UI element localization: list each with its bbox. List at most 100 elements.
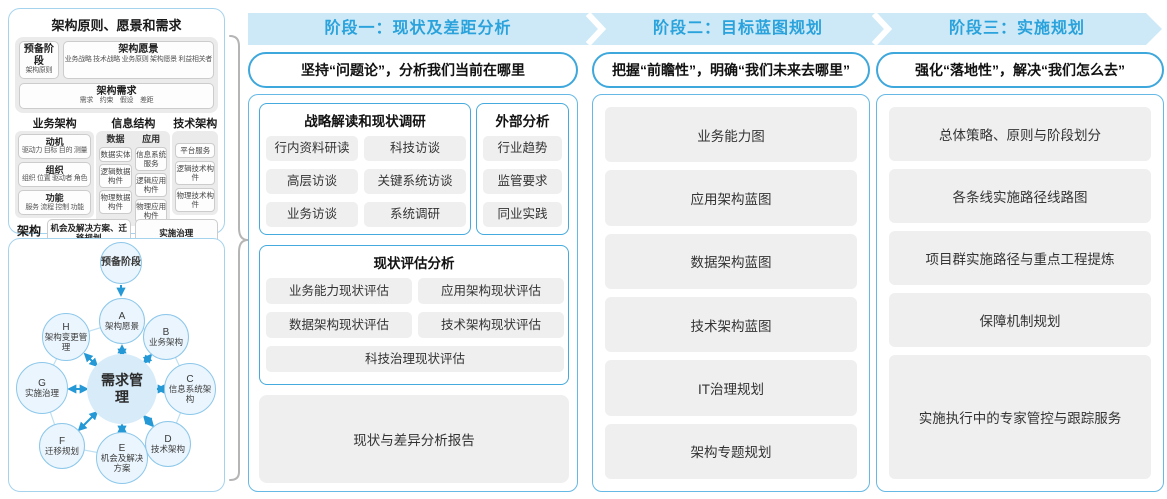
physical-data-component-box: 物理数据构件: [99, 190, 132, 214]
function-box: 功能 服务 流程 控制 功能: [18, 190, 92, 216]
vision-requirements-group: 预备阶段 架构原则 架构愿景 业务战略 技术战略 业务原则 架构愿景 利益相关者…: [15, 37, 218, 113]
strategy-research-group: 战略解读和现状调研 行内资料研读 科技访谈 高层访谈 关键系统访谈 业务访谈 系…: [259, 103, 471, 235]
task-box: 系统调研: [364, 202, 466, 227]
data-column: 数据 数据实体 逻辑数据构件 物理数据构件: [99, 134, 132, 223]
task-box: 技术架构现状评估: [418, 312, 564, 338]
task-box: 业务能力现状评估: [266, 278, 412, 304]
data-entity-box: 数据实体: [99, 147, 132, 162]
gap-analysis-report-box: 现状与差异分析报告: [259, 395, 569, 483]
adm-node-c-letter: C: [186, 374, 194, 386]
adm-node-b-letter: B: [162, 326, 170, 338]
adm-node-g: G 实施治理: [16, 362, 68, 414]
data-column-header: 数据: [106, 134, 125, 144]
adm-node-a-letter: A: [118, 310, 126, 322]
adm-node-c: C 信息系统架构: [164, 363, 216, 415]
phase2-subtitle: 把握“前瞻性”，明确“我们未来去哪里”: [592, 52, 870, 88]
task-box: 行内资料研读: [266, 136, 358, 161]
deliverable-box: 实施执行中的专家管控与跟踪服务: [889, 355, 1151, 479]
organization-sub: 组织 位置 驱动者 角色: [21, 175, 88, 183]
chevron-separator-icon: [248, 13, 1162, 45]
task-box: 科技访谈: [364, 136, 466, 161]
phase1-header: 阶段一：现状及差距分析: [324, 20, 512, 37]
motivation-sub: 驱动力 目标 目的 测量: [21, 147, 88, 155]
phase3-column: 总体策略、原则与阶段划分 各条线实施路径线路图 项目群实施路径与重点工程提炼 保…: [876, 94, 1164, 492]
arch-requirements-title: 架构需求: [96, 85, 137, 97]
motivation-title: 动机: [45, 137, 64, 147]
function-sub: 服务 流程 控制 功能: [25, 203, 84, 211]
motivation-box: 动机 驱动力 目标 目的 测量: [18, 134, 92, 160]
prep-phase-title: 预备阶段: [23, 44, 54, 67]
deliverable-box: 数据架构蓝图: [605, 233, 857, 289]
physical-tech-component-box: 物理技术构件: [175, 188, 215, 212]
arch-requirements-sub: 需求 约束 假设 差距: [79, 97, 154, 105]
prep-phase-box: 预备阶段 架构原则: [19, 41, 59, 79]
external-analysis-title: 外部分析: [495, 114, 550, 129]
business-architecture-title: 业务架构: [32, 118, 77, 130]
phase2-header: 阶段二：目标蓝图规划: [652, 20, 823, 37]
function-title: 功能: [45, 193, 64, 204]
deliverable-box: 项目群实施路径与重点工程提炼: [889, 231, 1151, 285]
adm-node-e: E 机会及解决方案: [96, 432, 148, 484]
arch-vision-sub: 业务战略 技术战略 业务原则 架构愿景 利益相关者: [64, 55, 213, 63]
adm-node-h-label: 架构变更管理: [44, 332, 88, 352]
phase3-subtitle: 强化“落地性”，解决“我们怎么去”: [876, 52, 1164, 88]
adm-node-f-letter: F: [58, 435, 66, 447]
task-box: 行业趋势: [483, 136, 562, 161]
prep-phase-sub: 架构原则: [25, 67, 53, 74]
task-box: 数据架构现状评估: [266, 312, 412, 338]
organization-box: 组织 组织 位置 驱动者 角色: [18, 162, 92, 188]
adm-node-h: H 架构变更管理: [42, 313, 90, 361]
adm-node-e-letter: E: [118, 443, 126, 455]
phase3-header: 阶段三：实施规划: [948, 20, 1085, 37]
information-structure-section: 信息结构 数据 数据实体 逻辑数据构件 物理数据构件 应用 信息系统服务 逻辑应…: [96, 117, 171, 226]
application-column: 应用 信息系统服务 逻辑应用构件 物理应用构件: [134, 134, 168, 223]
adm-prep-phase-node: 预备阶段: [100, 242, 142, 284]
adm-node-b: B 业务架构: [143, 314, 189, 360]
logical-app-component-box: 逻辑应用构件: [134, 173, 168, 197]
adm-node-g-letter: G: [38, 377, 46, 389]
logical-data-component-box: 逻辑数据构件: [99, 164, 132, 188]
arch-requirements-box: 架构需求 需求 约束 假设 差距: [19, 82, 214, 109]
implementation-governance-title: 实施治理: [159, 228, 194, 239]
deliverable-box: 各条线实施路径线路图: [889, 169, 1151, 223]
phase2-column: 业务能力图 应用架构蓝图 数据架构蓝图 技术架构蓝图 IT治理规划 架构专题规划: [592, 94, 870, 492]
application-column-header: 应用: [142, 134, 161, 144]
task-box: 应用架构现状评估: [418, 278, 564, 304]
deliverable-box: IT治理规划: [605, 360, 857, 416]
arch-vision-box: 架构愿景 业务战略 技术战略 业务原则 架构愿景 利益相关者: [62, 41, 214, 79]
logical-tech-component-box: 逻辑技术构件: [175, 161, 215, 185]
task-box: 高层访谈: [266, 169, 358, 194]
current-state-assessment-group: 现状评估分析 业务能力现状评估 应用架构现状评估 数据架构现状评估 技术架构现状…: [259, 245, 569, 385]
organization-title: 组织: [45, 165, 64, 176]
information-structure-title: 信息结构: [111, 118, 156, 130]
architecture-content-panel: 架构原则、愿景和需求 预备阶段 架构原则 架构愿景 业务战略 技术战略 业务原则…: [8, 8, 225, 259]
phase1-subtitle: 坚持“问题论”，分析我们当前在哪里: [248, 52, 578, 88]
technical-architecture-title: 技术架构: [173, 118, 218, 130]
info-system-service-box: 信息系统服务: [134, 147, 168, 171]
deliverable-box: 技术架构蓝图: [605, 296, 857, 353]
arch-vision-title: 架构愿景: [118, 44, 159, 55]
technical-architecture-section: 技术架构 平台服务 逻辑技术构件 物理技术构件: [172, 117, 218, 215]
business-architecture-section: 业务架构 动机 驱动力 目标 目的 测量 组织 组织 位置 驱动者 角色 功能 …: [15, 117, 95, 219]
phase1-column: 战略解读和现状调研 行内资料研读 科技访谈 高层访谈 关键系统访谈 业务访谈 系…: [248, 94, 578, 492]
adm-node-d-letter: D: [164, 433, 172, 445]
adm-node-g-label: 实施治理: [24, 387, 59, 398]
adm-node-f: F 迁移规划: [39, 423, 85, 469]
platform-service-box: 平台服务: [175, 143, 215, 158]
adm-node-d-label: 技术架构: [150, 443, 185, 454]
adm-center-node: 需求管理: [87, 354, 157, 424]
adm-cycle-panel: 预备阶段 A 架构愿景 B 业务架构 C 信息系统架构 D 技术架构 E 机会及…: [8, 238, 225, 492]
adm-node-d: D 技术架构: [145, 421, 191, 467]
adm-center-label: 需求管理: [101, 371, 143, 406]
adm-node-e-label: 机会及解决方案: [100, 453, 144, 473]
phase-chevron-band: 阶段一：现状及差距分析 阶段二：目标蓝图规划 阶段三：实施规划: [248, 13, 1162, 45]
task-box: 业务访谈: [266, 202, 358, 227]
adm-node-c-label: 信息系统架构: [168, 384, 212, 404]
deliverable-box: 应用架构蓝图: [605, 170, 857, 226]
deliverable-box: 保障机制规划: [889, 293, 1151, 347]
deliverable-box: 总体策略、原则与阶段划分: [889, 107, 1151, 161]
deliverable-box: 架构专题规划: [605, 423, 857, 479]
adm-node-a: A 架构愿景: [99, 298, 145, 344]
strategy-research-title: 战略解读和现状调研: [304, 114, 426, 129]
